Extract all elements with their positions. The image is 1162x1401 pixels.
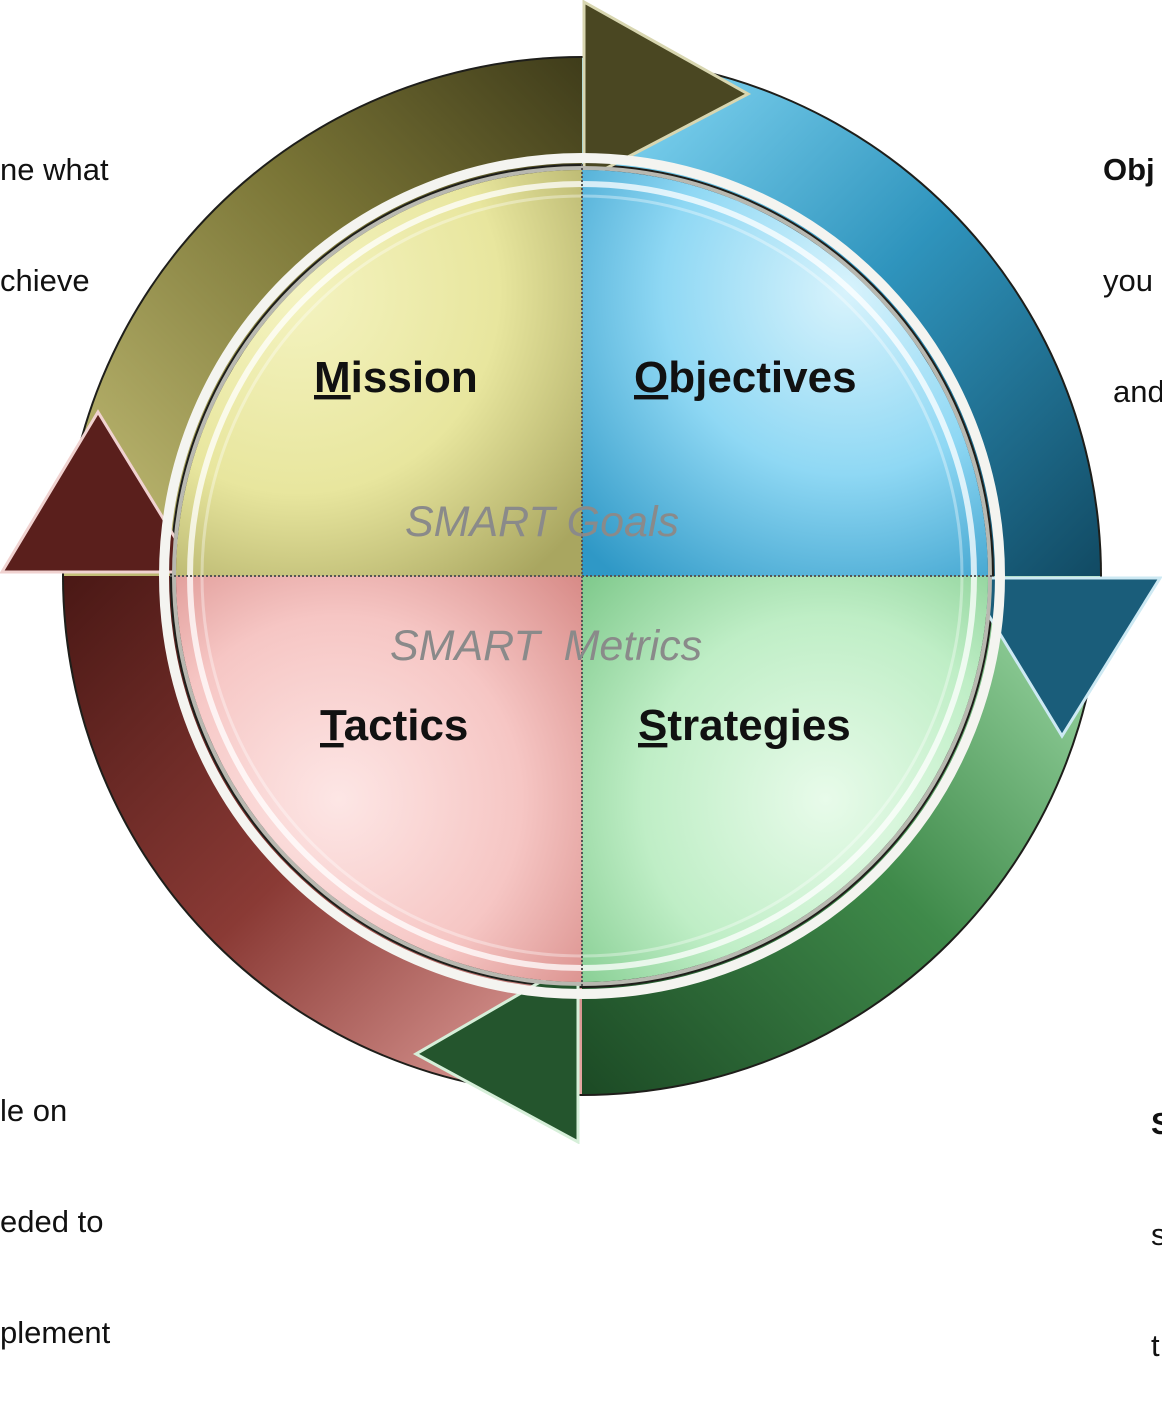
tactics-side-line-1: le on [0, 1093, 68, 1128]
objectives-quadrant [582, 170, 988, 576]
tactics-arrowhead [0, 409, 199, 574]
mission-label: Mission [314, 353, 478, 402]
objectives-side-heading: Obj [1103, 152, 1155, 187]
strategies-side-line-2: t [1151, 1328, 1160, 1363]
tactics-label: Tactics [320, 701, 468, 750]
tactics-side-line-3: plement [0, 1315, 111, 1350]
objectives-side-line-1: you [1103, 263, 1153, 298]
strategies-side-text: S s t [1151, 1031, 1162, 1401]
smart-metrics-label: SMART Metrics [390, 622, 702, 670]
strategies-arrowhead [412, 957, 580, 1144]
mission-side-text: ne what chieve [0, 77, 109, 336]
strategies-side-heading: S [1151, 1106, 1162, 1141]
mission-rest: ission [351, 353, 478, 402]
tactics-side-line-2: eded to [0, 1204, 104, 1239]
mission-arrowhead [582, 0, 752, 183]
inner-ring [159, 153, 1005, 999]
objectives-arrowhead [963, 576, 1162, 739]
objectives-label: Objectives [634, 353, 857, 402]
strategies-label: Strategies [638, 701, 851, 750]
objectives-rest: bjectives [668, 353, 856, 402]
tactics-quadrant [176, 576, 582, 982]
mission-initial: M [314, 353, 351, 402]
mission-quadrant [176, 170, 582, 576]
objectives-side-line-2: and [1113, 374, 1162, 409]
objectives-initial: O [634, 353, 668, 402]
mission-side-line-1: ne what [0, 152, 109, 187]
tactics-side-text: le on eded to plement [0, 1018, 110, 1388]
strategies-side-line-1: s [1151, 1217, 1162, 1252]
strategies-initial: S [638, 701, 667, 750]
strategies-quadrant [582, 576, 988, 982]
tactics-initial: T [320, 701, 347, 750]
smart-cycle-diagram: Mission Objectives Tactics Strategies SM… [0, 0, 1162, 1144]
objectives-side-text: Obj you and [1103, 77, 1162, 447]
strategies-rest: trategies [667, 701, 850, 750]
tactics-rest: actics [344, 701, 469, 750]
smart-goals-label: SMART Goals [405, 498, 679, 546]
mission-side-line-2: chieve [0, 263, 90, 298]
